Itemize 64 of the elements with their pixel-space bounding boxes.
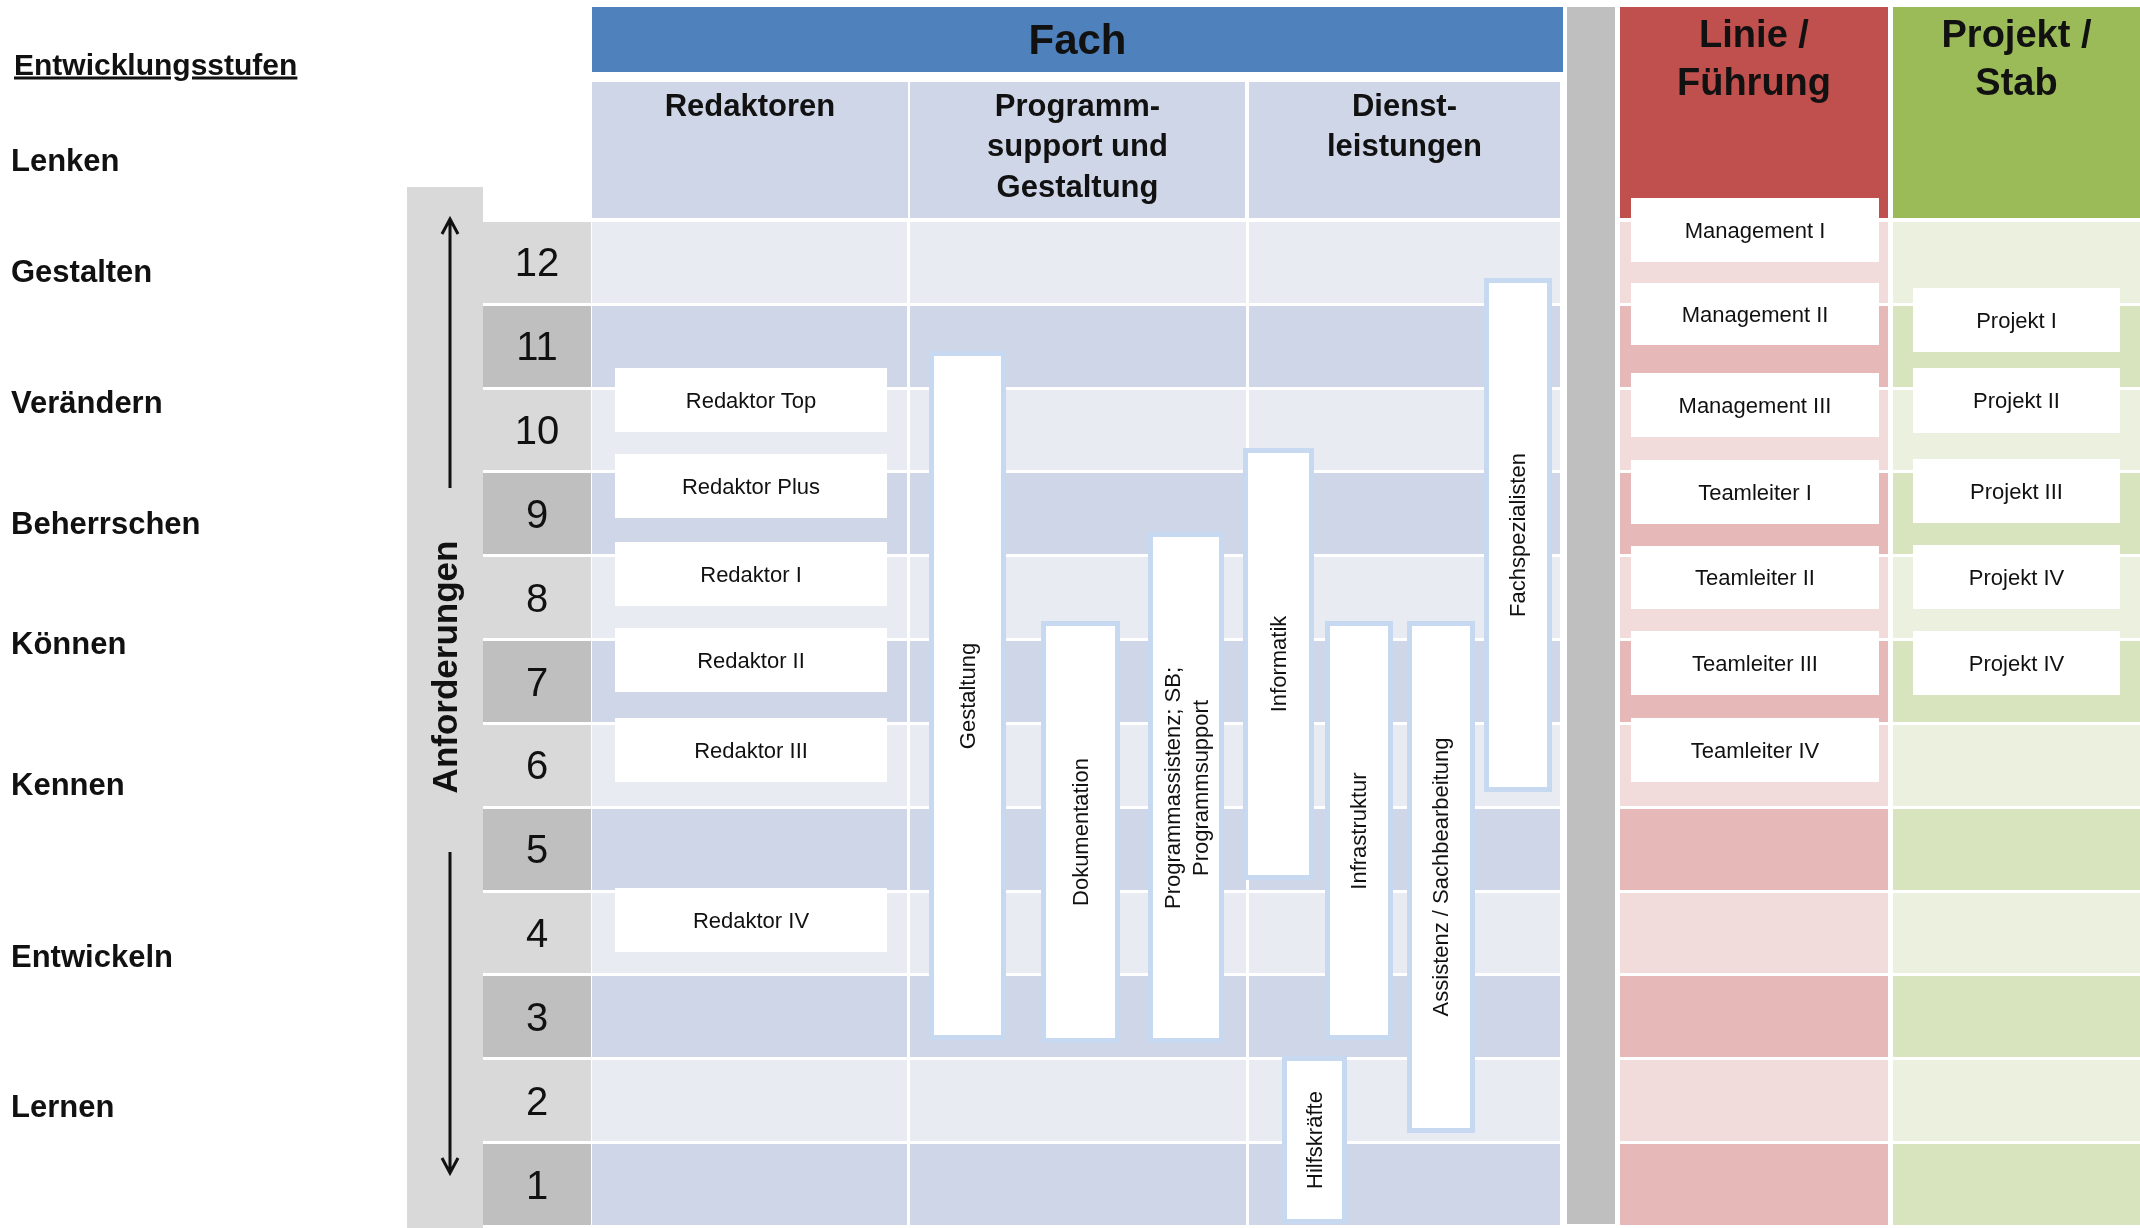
axis-title: Anforderungen	[423, 540, 465, 794]
role-bar	[929, 351, 1006, 1040]
role-box: Redaktor IV	[615, 888, 887, 952]
vertical-label: Hilfskräfte	[1300, 1090, 1328, 1191]
role-box: Teamleiter IV	[1631, 718, 1879, 782]
requirements-band	[407, 187, 483, 1228]
role-box: Projekt IV	[1913, 631, 2120, 695]
role-box: Projekt I	[1913, 288, 2120, 352]
level-number: 9	[483, 473, 591, 555]
role-bar	[1282, 1056, 1347, 1224]
subcolumn-header: Programm- support und Gestaltung	[910, 82, 1245, 218]
stage-label: Verändern	[11, 383, 163, 422]
role-box: Redaktor I	[615, 542, 887, 606]
role-bar	[1041, 621, 1120, 1043]
column-header: Fach	[592, 7, 1563, 72]
role-box: Projekt IV	[1913, 545, 2120, 609]
role-box: Projekt II	[1913, 368, 2120, 433]
stage-label: Gestalten	[11, 252, 153, 291]
level-number: 10	[483, 389, 591, 471]
subcolumn-header: Dienst- leistungen	[1249, 82, 1560, 218]
role-bar	[1484, 278, 1552, 792]
stage-label: Können	[11, 624, 127, 663]
role-box: Redaktor III	[615, 718, 887, 782]
level-number: 11	[483, 305, 591, 387]
column-header: Linie / Führung	[1620, 7, 1888, 218]
level-number: 7	[483, 641, 591, 722]
role-box: Redaktor Plus	[615, 454, 887, 518]
level-number: 5	[483, 808, 591, 890]
role-bar	[1148, 532, 1224, 1043]
level-number: 2	[483, 1060, 591, 1142]
role-box: Management I	[1631, 198, 1879, 262]
level-number: 6	[483, 724, 591, 806]
vertical-label: Fachspezialisten	[1504, 452, 1532, 619]
role-box: Teamleiter II	[1631, 546, 1879, 609]
role-bar	[1243, 448, 1314, 880]
vertical-label: Informatik	[1264, 614, 1292, 715]
role-box: Management III	[1631, 373, 1879, 437]
level-number: 1	[483, 1144, 591, 1225]
role-box: Projekt III	[1913, 459, 2120, 523]
level-number: 12	[483, 222, 591, 303]
stage-label: Lenken	[11, 141, 120, 180]
column-header: Projekt / Stab	[1893, 7, 2140, 218]
stage-label: Lernen	[11, 1087, 115, 1126]
role-bar	[1325, 621, 1393, 1040]
vertical-label: Dokumentation	[1066, 757, 1094, 908]
level-number: 3	[483, 976, 591, 1058]
subcolumn-header: Redaktoren	[592, 82, 908, 218]
vertical-label: Gestaltung	[953, 641, 981, 751]
stage-label: Beherrschen	[11, 504, 201, 543]
vertical-label: Programmassistenz; SB; Programmsupport	[1158, 665, 1214, 911]
role-box: Management II	[1631, 283, 1879, 345]
level-number: 8	[483, 557, 591, 639]
role-box: Redaktor Top	[615, 368, 887, 432]
role-box: Redaktor II	[615, 628, 887, 692]
vertical-label: Assistenz / Sachbearbeitung	[1427, 736, 1455, 1019]
role-box: Teamleiter I	[1631, 460, 1879, 524]
role-box: Teamleiter III	[1631, 631, 1879, 695]
level-number: 4	[483, 892, 591, 974]
stage-label: Kennen	[11, 765, 125, 804]
column-title: Entwicklungsstufen	[14, 46, 298, 83]
role-bar	[1407, 621, 1475, 1133]
stage-label: Entwickeln	[11, 937, 173, 976]
vertical-label: Infrastruktur	[1345, 770, 1373, 892]
separator-bar	[1567, 7, 1615, 1224]
